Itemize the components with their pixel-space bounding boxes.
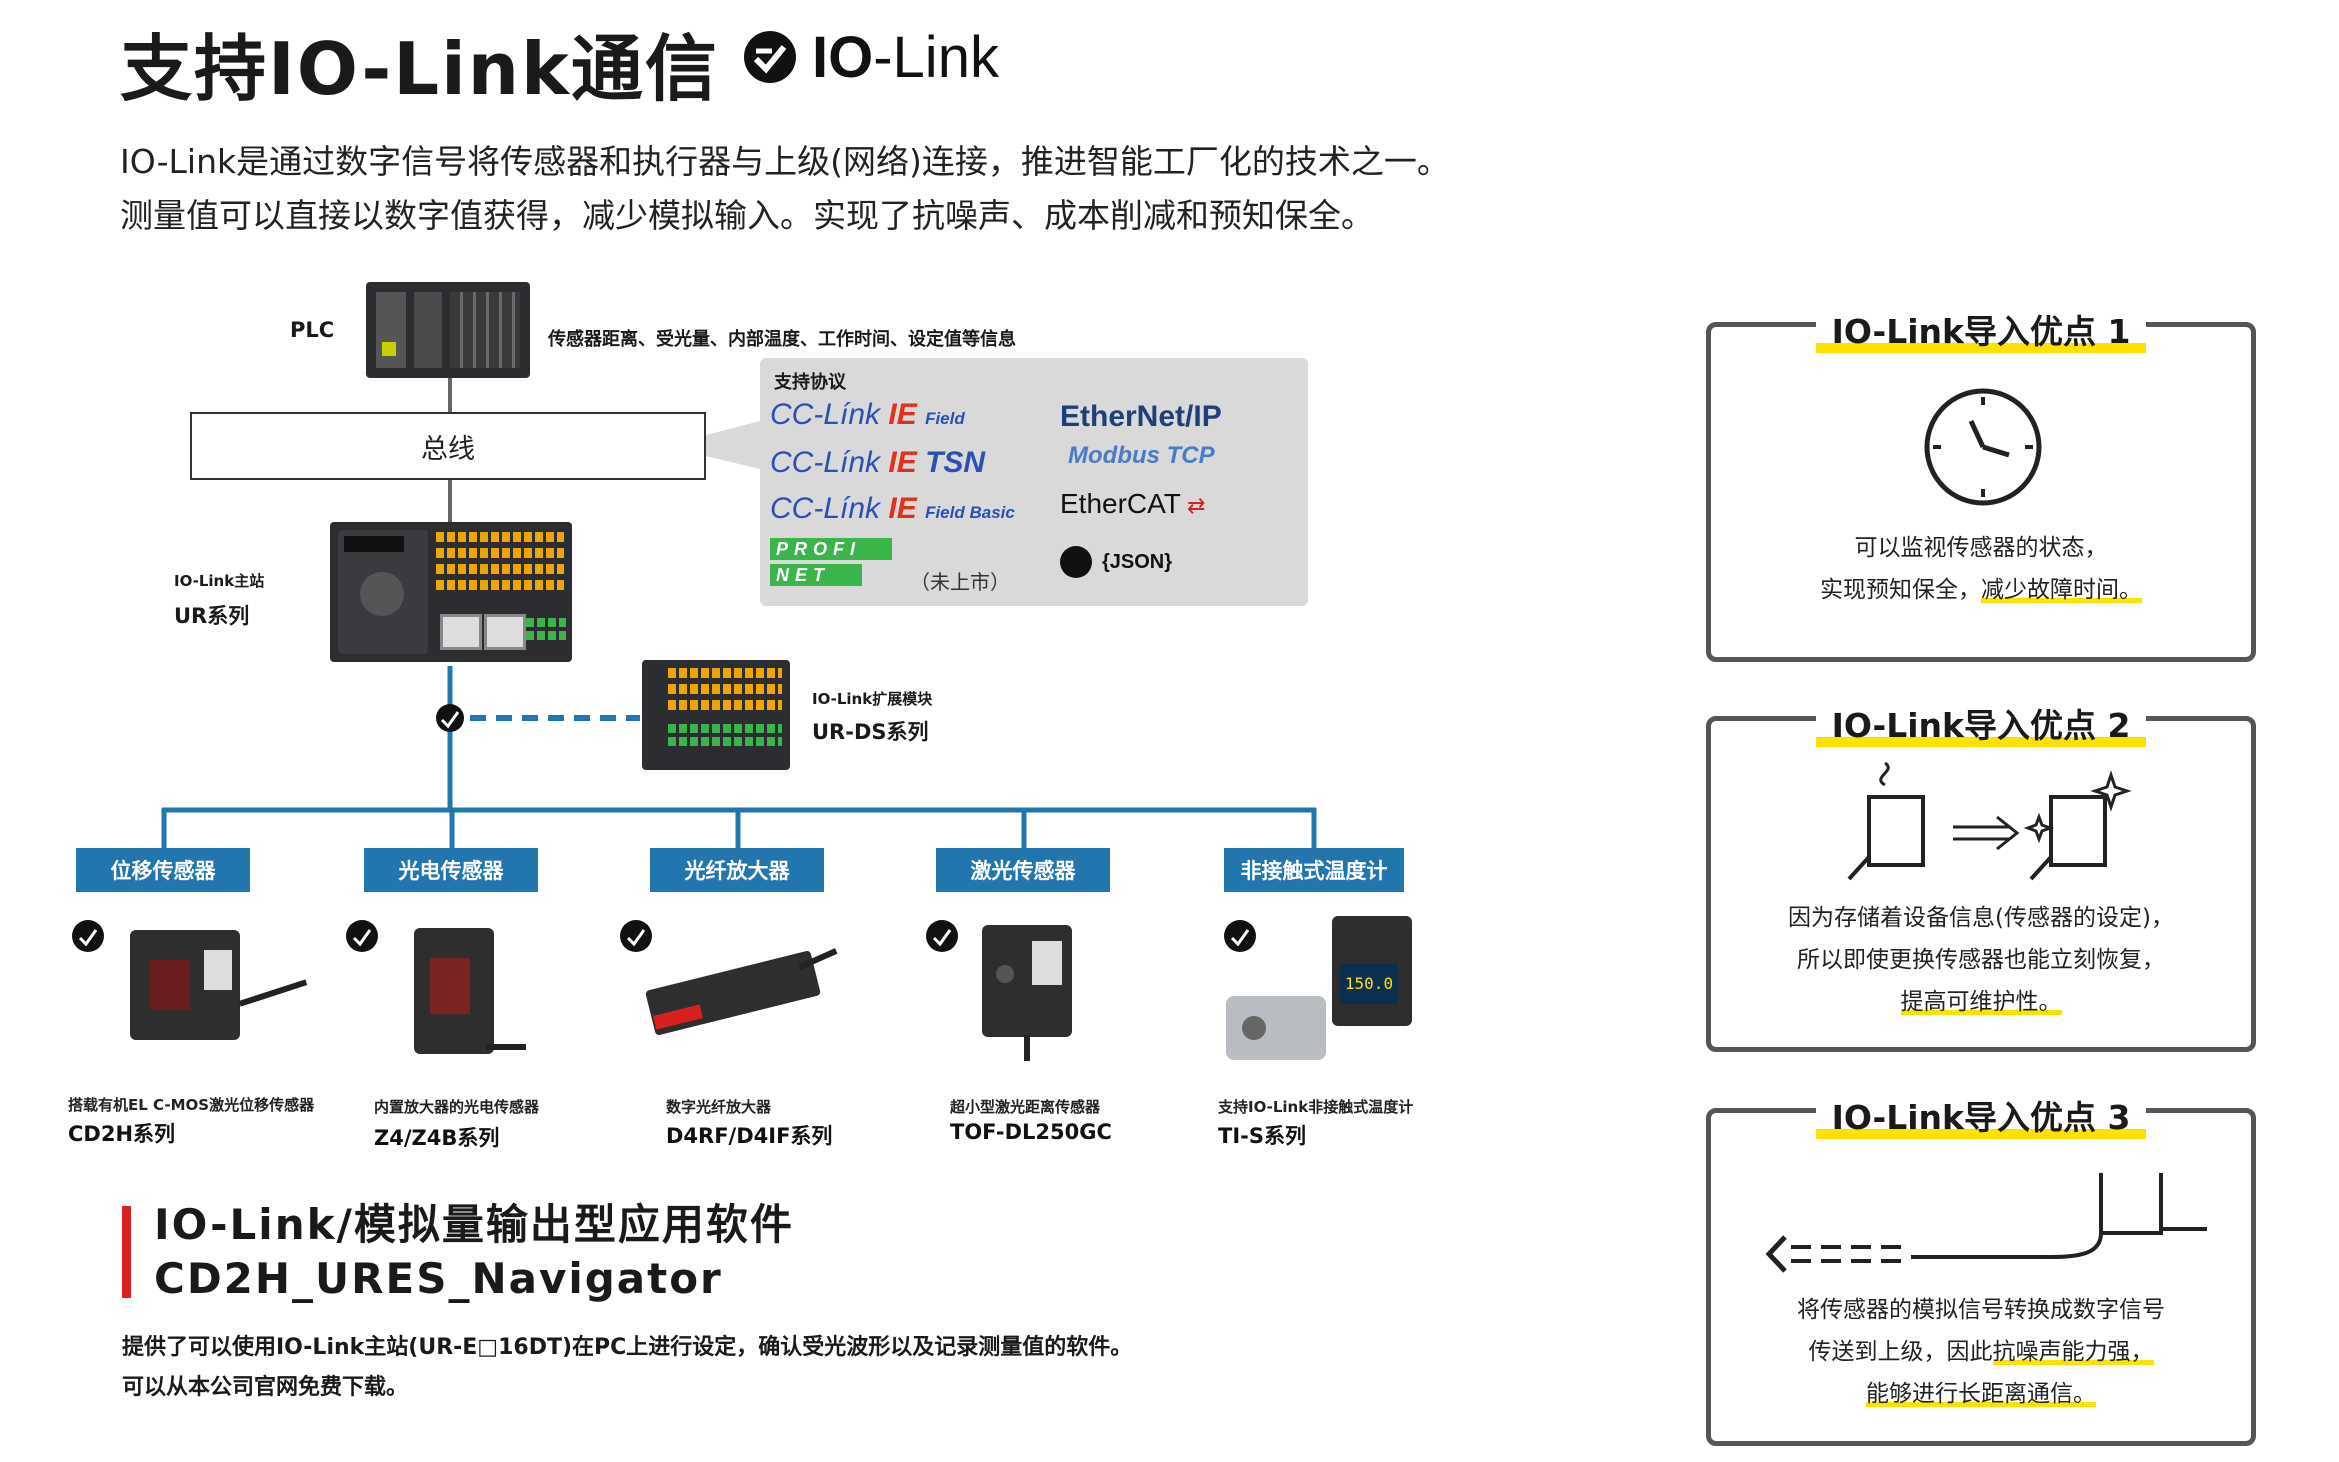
ti-s-thermometer-image: 150.0 xyxy=(1222,916,1422,1076)
clock-icon xyxy=(1924,388,2042,506)
sensor-model-z4: Z4/Z4B系列 xyxy=(374,1126,500,1150)
advantage-2-line-1: 因为存储着设备信息(传感器的设定)， xyxy=(1788,905,2174,931)
ethernet-ip-logo: EtherNet/IP xyxy=(1060,400,1222,433)
long-distance-signal-icon xyxy=(1765,1173,2207,1273)
io-link-icon xyxy=(744,31,796,83)
master-label-small: IO-Link主站 xyxy=(174,572,265,590)
software-title-line-2: CD2H_URES_Navigator xyxy=(154,1254,723,1303)
plc-info: 传感器距离、受光量、内部温度、工作时间、设定值等信息 xyxy=(548,329,1016,350)
io-link-icon xyxy=(926,920,958,952)
intro-line-1: IO-Link是通过数字信号将传感器和执行器与上级(网络)连接，推进智能工厂化的… xyxy=(120,142,1450,181)
expansion-label-series: UR-DS系列 xyxy=(812,720,929,744)
plc-label: PLC xyxy=(290,318,335,342)
protocol-panel: 支持协议 CC-Línk IE Field CC-Línk IE TSN CC-… xyxy=(760,358,1308,606)
io-link-logo-text: IO-Link xyxy=(812,24,999,90)
tof-dl250gc-sensor-image xyxy=(976,925,1086,1065)
cc-link-ie-field-basic-logo: CC-Línk IE Field Basic xyxy=(770,492,1015,525)
advantage-card-1: IO-Link导入优点 1 可以监视传感器的状态， 实现预知保全，减少故障时间。 xyxy=(1706,305,2256,662)
advantage-card-3: IO-Link导入优点 3 将传感器的模拟信号转换成数字信号 传送到上级，因此抗… xyxy=(1706,1091,2256,1446)
sensor-io-link-icons xyxy=(72,920,1256,952)
software-desc-line-1: 提供了可以使用IO-Link主站(UR-E□16DT)在PC上进行设定，确认受光… xyxy=(122,1335,1133,1360)
advantage-2-line-3: 提高可维护性。 xyxy=(1900,989,2062,1015)
expansion-label-small: IO-Link扩展模块 xyxy=(812,690,933,708)
advantage-title-2: IO-Link导入优点 2 xyxy=(1815,699,2147,747)
intro-text: IO-Link是通过数字信号将传感器和执行器与上级(网络)连接，推进智能工厂化的… xyxy=(120,135,1450,243)
category-laser: 激光传感器 xyxy=(936,848,1110,892)
advantage-2-line-2: 所以即使更换传感器也能立刻恢复， xyxy=(1797,947,2165,973)
json-icon xyxy=(1060,546,1092,578)
bus-box: 总线 xyxy=(190,412,706,480)
page-title: 支持IO-Link通信 xyxy=(120,27,719,111)
modbus-tcp-logo: Modbus TCP xyxy=(1068,442,1215,469)
advantage-1-line-1: 可以监视传感器的状态， xyxy=(1854,535,2108,561)
io-link-icon xyxy=(72,920,104,952)
category-photoelectric: 光电传感器 xyxy=(364,848,538,892)
advantage-3-line-1: 将传感器的模拟信号转换成数字信号 xyxy=(1797,1297,2165,1323)
category-displacement: 位移传感器 xyxy=(76,848,250,892)
advantage-3-line-2: 传送到上级，因此抗噪声能力强， xyxy=(1808,1339,2154,1365)
advantage-title-3: IO-Link导入优点 3 xyxy=(1815,1091,2147,1139)
software-title: IO-Link/模拟量输出型应用软件 CD2H_URES_Navigator xyxy=(154,1198,794,1306)
sensor-model-d4rf: D4RF/D4IF系列 xyxy=(666,1124,833,1148)
d4rf-amplifier-image xyxy=(644,940,848,1050)
io-link-icon xyxy=(620,920,652,952)
sensor-model-ti-s: TI-S系列 xyxy=(1218,1124,1306,1148)
intro-line-2: 测量值可以直接以数字值获得，减少模拟输入。实现了抗噪声、成本削减和预知保全。 xyxy=(120,196,1374,235)
io-link-icon xyxy=(1224,920,1256,952)
advantage-1-line-2: 实现预知保全，减少故障时间。 xyxy=(1820,577,2142,603)
category-fiber-amplifier: 光纤放大器 xyxy=(650,848,824,892)
cc-link-ie-field-logo: CC-Línk IE Field xyxy=(770,398,965,431)
io-link-icon xyxy=(346,920,378,952)
cd2h-sensor-image xyxy=(120,920,308,1060)
sensor-model-cd2h: CD2H系列 xyxy=(68,1122,176,1146)
z4-sensor-image xyxy=(408,928,528,1068)
software-title-line-1: IO-Link/模拟量输出型应用软件 xyxy=(154,1200,794,1249)
bus-label: 总线 xyxy=(421,433,475,465)
cc-link-ie-tsn-logo: CC-Línk IE TSN xyxy=(770,446,986,479)
profinet-note: （未上市） xyxy=(910,572,1010,594)
advantage-3-line-3: 能够进行长距离通信。 xyxy=(1866,1381,2096,1407)
sensor-model-tof: TOF-DL250GC xyxy=(950,1120,1112,1144)
section-red-bar xyxy=(122,1206,131,1298)
sensor-desc-z4: 内置放大器的光电传感器 xyxy=(374,1098,540,1116)
sensor-desc-tof: 超小型激光距离传感器 xyxy=(950,1098,1101,1116)
plc-device xyxy=(366,282,530,378)
software-description: 提供了可以使用IO-Link主站(UR-E□16DT)在PC上进行设定，确认受光… xyxy=(122,1328,1132,1408)
json-logo: {JSON} xyxy=(1060,546,1172,578)
ur-ds-expansion-device xyxy=(642,660,790,770)
sensor-desc-cd2h: 搭载有机EL C-MOS激光位移传感器 xyxy=(68,1096,315,1114)
ethercat-logo: EtherCAT ⇄ xyxy=(1060,488,1206,519)
io-link-logo: IO-Link xyxy=(742,22,999,92)
profinet-logo: PROFI NET xyxy=(770,538,892,586)
protocol-heading: 支持协议 xyxy=(774,372,846,393)
advantage-card-2: IO-Link导入优点 2 因为存储着设备信息(传感器的设定)， 所以即使更换传… xyxy=(1706,699,2256,1052)
sensor-replace-icon xyxy=(1847,761,2132,881)
software-desc-line-2: 可以从本公司官网免费下载。 xyxy=(122,1375,409,1400)
ur-master-device xyxy=(330,522,572,662)
thermometer-display: 150.0 xyxy=(1340,964,1398,1004)
advantage-title-1: IO-Link导入优点 1 xyxy=(1815,305,2147,353)
category-thermometer: 非接触式温度计 xyxy=(1224,848,1404,892)
network-wires xyxy=(161,378,1317,850)
sensor-desc-d4rf: 数字光纤放大器 xyxy=(666,1098,772,1116)
master-label-series: UR系列 xyxy=(174,604,250,628)
sensor-desc-ti-s: 支持IO-Link非接触式温度计 xyxy=(1218,1098,1414,1116)
